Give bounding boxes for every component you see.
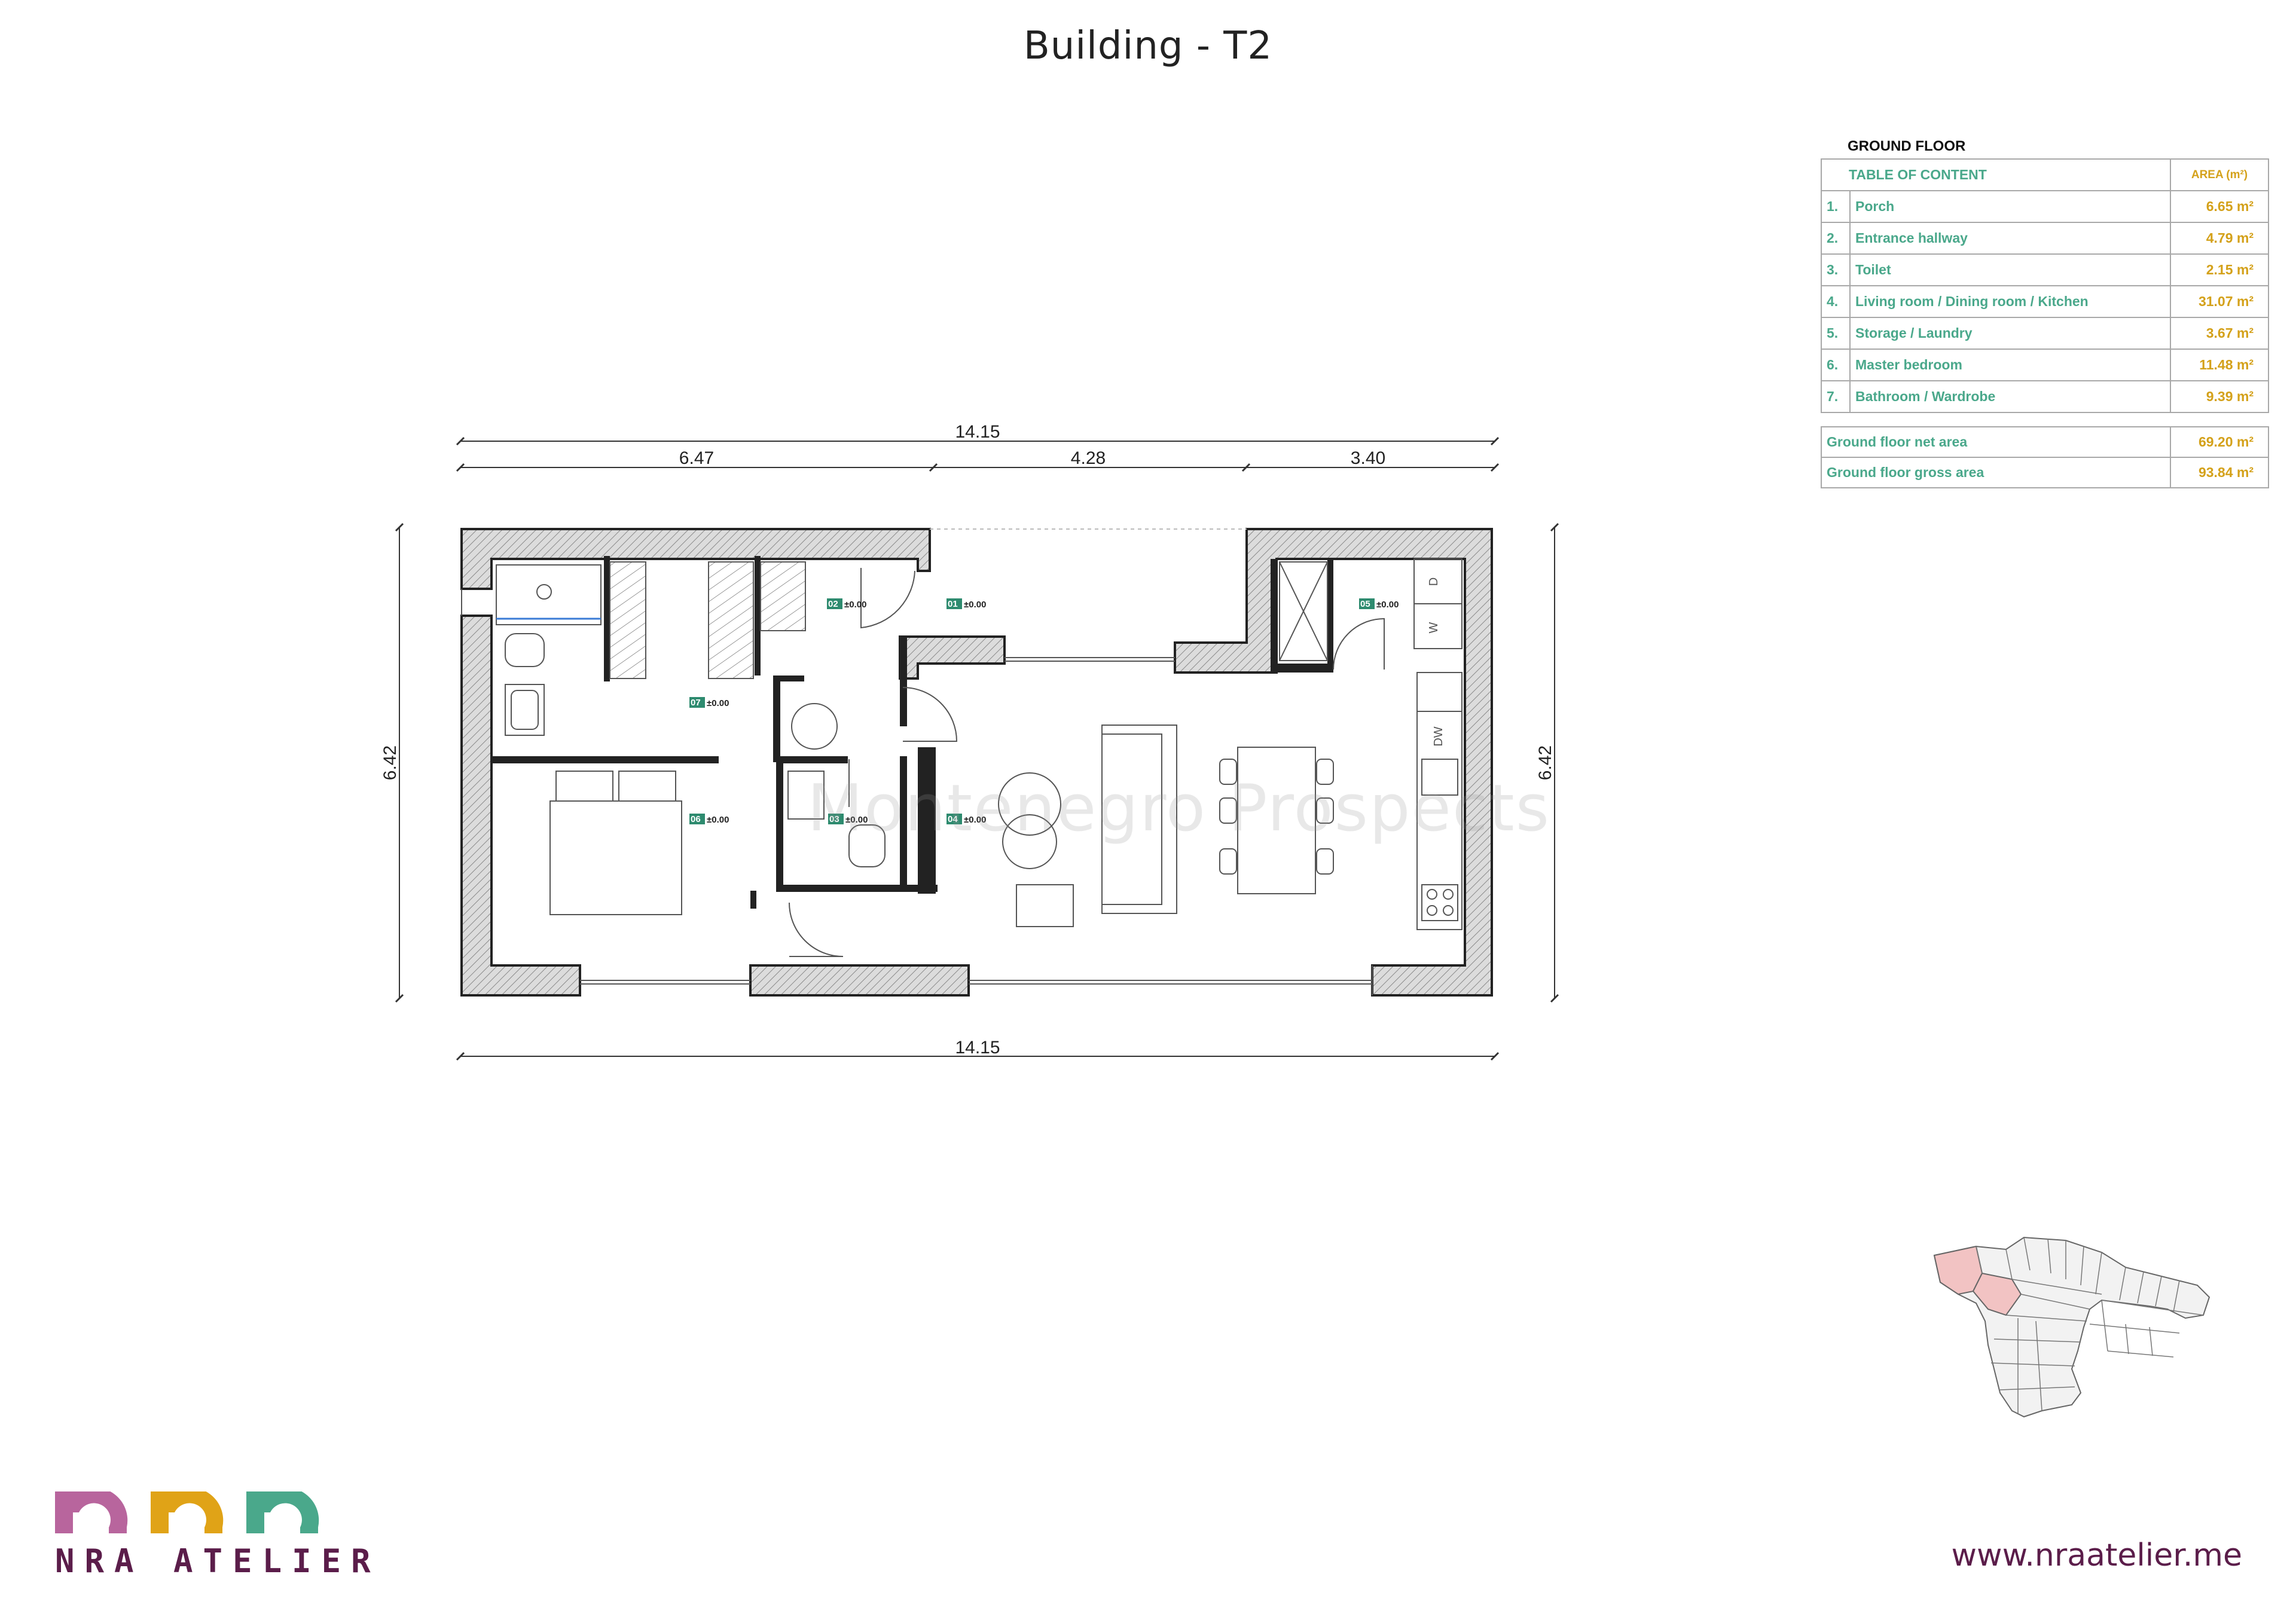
watermark: Montenegro Prospects: [807, 771, 1550, 846]
row-area: 4.79 m²: [2170, 222, 2269, 255]
dim-top-segment-1: 6.47: [679, 448, 714, 468]
exterior-walls: [460, 528, 1493, 997]
row-area: 11.48 m²: [2170, 349, 2269, 381]
svg-text:07: 07: [691, 698, 701, 708]
row-num: 3.: [1821, 253, 1851, 286]
dryer-label: D: [1427, 577, 1440, 586]
header-area: AREA (m²): [2170, 158, 2269, 191]
room-tag-04: 04 ±0.00: [947, 814, 986, 825]
row-area: 31.07 m²: [2170, 285, 2269, 318]
dim-right-height: 6.42: [1535, 745, 1555, 780]
row-name: Bathroom / Wardrobe: [1849, 380, 2171, 413]
logo-text: NRA ATELIER: [55, 1542, 381, 1580]
row-num: 2.: [1821, 222, 1851, 255]
svg-text:01: 01: [948, 599, 958, 609]
windows: [461, 528, 1373, 995]
row-name: Master bedroom: [1849, 349, 2171, 381]
svg-text:±0.00: ±0.00: [1376, 600, 1399, 610]
room-tag-07: 07 ±0.00: [689, 697, 729, 708]
svg-text:±0.00: ±0.00: [844, 600, 866, 610]
dim-left-height: 6.42: [380, 745, 400, 780]
interior-walls: [491, 556, 1333, 909]
total-name: Ground floor gross area: [1821, 457, 2171, 488]
svg-text:06: 06: [691, 814, 701, 824]
logo-mark: [55, 1491, 319, 1533]
row-name: Toilet: [1849, 253, 2171, 286]
site-key-map: [1933, 1236, 2210, 1418]
dim-top-segment-2: 4.28: [1071, 448, 1106, 468]
row-num: 6.: [1821, 349, 1851, 381]
room-tag-03: 03 ±0.00: [828, 814, 868, 825]
svg-text:±0.00: ±0.00: [845, 815, 868, 825]
room-tags: 01 ±0.00 02 ±0.00 03 ±0.00 04 ±0.00 05 ±…: [689, 598, 1399, 825]
doors: [789, 568, 1385, 957]
row-area: 9.39 m²: [2170, 380, 2269, 413]
total-name: Ground floor net area: [1821, 426, 2171, 458]
room-tag-06: 06 ±0.00: [689, 814, 729, 825]
row-name: Storage / Laundry: [1849, 317, 2171, 350]
svg-text:02: 02: [828, 599, 838, 609]
website-link[interactable]: www.nraatelier.me: [1951, 1538, 2242, 1573]
page-title: Building - T2: [1023, 24, 1273, 68]
wardrobes: [609, 561, 1328, 679]
dim-bottom-total: 14.15: [955, 1038, 1000, 1057]
room-tag-02: 02 ±0.00: [827, 598, 866, 610]
header-name: TABLE OF CONTENT: [1821, 158, 2171, 191]
svg-text:05: 05: [1360, 599, 1370, 609]
living-furniture: [998, 725, 1334, 927]
dim-top-total: 14.15: [955, 422, 1000, 442]
room-tag-05: 05 ±0.00: [1359, 598, 1399, 610]
dim-top-segment-3: 3.40: [1351, 448, 1385, 468]
washer-label: W: [1427, 622, 1440, 633]
row-num: 4.: [1821, 285, 1851, 318]
row-num: 1.: [1821, 190, 1851, 223]
svg-text:±0.00: ±0.00: [707, 698, 729, 708]
svg-text:03: 03: [829, 814, 839, 824]
total-area: 69.20 m²: [2170, 426, 2269, 458]
dishwasher-label: DW: [1432, 726, 1445, 746]
area-table: GROUND FLOOR TABLE OF CONTENT AREA (m²) …: [1821, 135, 2269, 488]
table-header: TABLE OF CONTENT AREA (m²): [1821, 158, 2269, 191]
nra-atelier-logo: [55, 1491, 319, 1533]
svg-text:±0.00: ±0.00: [964, 600, 986, 610]
svg-text:04: 04: [948, 814, 958, 824]
bed: [549, 771, 682, 915]
row-name: Entrance hallway: [1849, 222, 2171, 255]
room-tag-01: 01 ±0.00: [947, 598, 986, 610]
svg-text:±0.00: ±0.00: [707, 815, 729, 825]
row-name: Living room / Dining room / Kitchen: [1849, 285, 2171, 318]
bathroom-fixtures: [496, 564, 886, 867]
row-area: 6.65 m²: [2170, 190, 2269, 223]
row-area: 3.67 m²: [2170, 317, 2269, 350]
floor-label: GROUND FLOOR: [1848, 138, 1966, 154]
highlight-plot: [1933, 1245, 2022, 1316]
row-area: 2.15 m²: [2170, 253, 2269, 286]
row-num: 7.: [1821, 380, 1851, 413]
row-num: 5.: [1821, 317, 1851, 350]
row-name: Porch: [1849, 190, 2171, 223]
dimension-lines: [395, 436, 1559, 1061]
kitchen-counter: [1413, 558, 1463, 930]
svg-text:±0.00: ±0.00: [964, 815, 986, 825]
total-area: 93.84 m²: [2170, 457, 2269, 488]
